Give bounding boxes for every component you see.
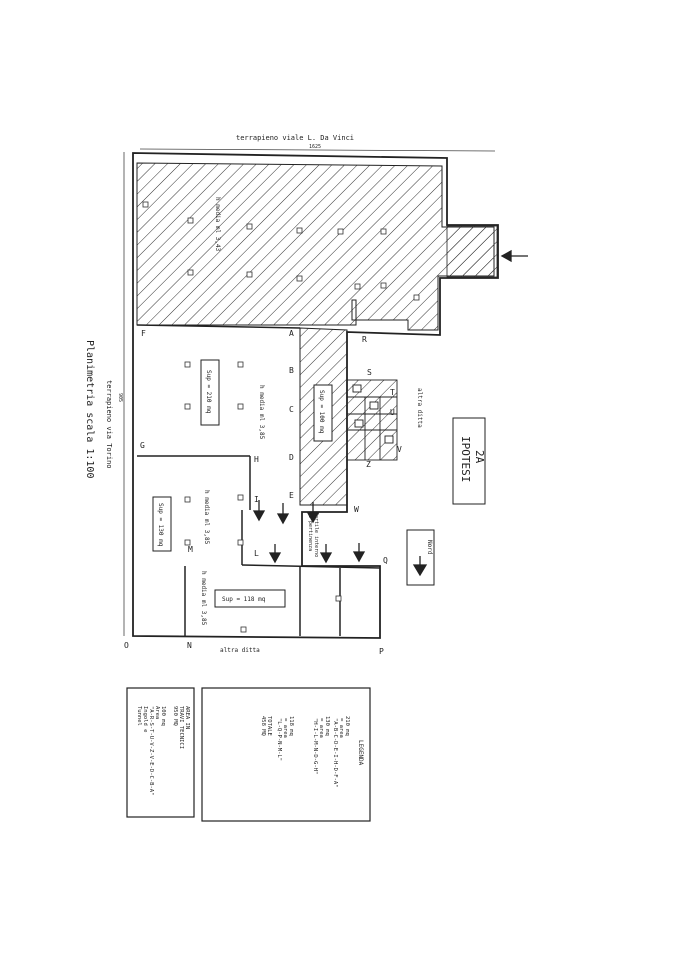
point-letter: I (254, 495, 259, 504)
legend-lines: 210 mq = area "A-B-C-D-E-I-H-D-F-A" 130 … (260, 716, 350, 788)
point-letter: R (362, 335, 367, 344)
area-beams-line: 100 mq (160, 706, 166, 726)
interior-walls (136, 324, 381, 636)
point-letter: V (397, 445, 402, 454)
area-beams-line: Tunnel (136, 706, 142, 726)
hatched-height-label: h media ml 3,43 (214, 197, 221, 252)
pillars (142, 201, 420, 633)
stair-block (346, 379, 398, 461)
hypothesis-code: 2A (473, 450, 486, 464)
corridor-note-line2: di pertinenza (307, 512, 313, 551)
hypothesis-label: IPOTESI (459, 436, 472, 482)
area-beams-line: TRAVI TECNICI (178, 706, 184, 749)
point-letter: E (289, 491, 294, 500)
point-letter: Q (383, 556, 388, 565)
point-letter: O (124, 641, 129, 650)
legend-line: = area (338, 718, 344, 738)
legend-line: 118 mq (288, 716, 294, 736)
street-top-label: terrapieno viale L. Da Vinci (236, 134, 354, 142)
legend-title: LEGENDA (357, 740, 364, 766)
point-letter: N (187, 641, 192, 650)
point-letter: S (367, 368, 372, 377)
point-letter: C (289, 405, 294, 414)
dimension-left: 905 (117, 393, 123, 402)
area-beams-line: AREA IN (184, 706, 190, 729)
point-letter: U (390, 408, 395, 417)
legend-line: TOTALE (266, 716, 272, 736)
room-b-height-label: h media ml 3,85 (203, 490, 210, 545)
point-letter: G (140, 441, 145, 450)
room-c-height-label: h media ml 3,85 (200, 571, 207, 626)
point-letter: P (379, 647, 384, 656)
point-letter: W (354, 505, 359, 514)
area-beams-line: Ingold e (142, 706, 148, 733)
legend-line: = area (282, 718, 288, 738)
point-letter: T (390, 388, 395, 397)
other-owner-bottom: altra ditta (220, 647, 260, 654)
street-left-label: terrapieno via Torino (105, 380, 113, 469)
dimension-top: 1625 (309, 144, 321, 150)
legend-line: "H-I-L-M-N-D-G-H" (312, 718, 318, 774)
point-letter: F (141, 329, 146, 338)
hatched-annex (446, 225, 498, 278)
room-b-area: Sup = 130 mq (157, 503, 164, 547)
corridor-area: Sup = 100 mq (318, 390, 325, 434)
point-letter: Z (366, 460, 371, 469)
scale-label: Planimetria scala 1:100 (84, 340, 95, 478)
point-letters: A B C D E F G H I L M N O P Q R S T U V … (124, 329, 402, 656)
legend-line: 210 mq (344, 716, 350, 736)
entrance-arrows (252, 249, 528, 564)
legend-line: 130 mq (324, 716, 330, 736)
area-beams-lines: AREA IN TRAVI TECNICI 950 MQ 100 mq Area… (136, 706, 190, 795)
other-owner-right: altra ditta (416, 388, 423, 428)
point-letter: L (254, 549, 259, 558)
area-box-room-c (214, 589, 286, 608)
area-box-corridor (313, 384, 333, 442)
corridor-note-line1: Cortile interno (313, 512, 319, 557)
legend-box (201, 687, 371, 822)
hypothesis-box (452, 417, 486, 505)
room-a-height-label: h media ml 3,85 (258, 385, 265, 440)
north-arrow-icon (412, 556, 428, 577)
room-a-area: Sup = 210 mq (205, 370, 212, 414)
area-beams-line: "A-R-S-T-U-V-Z-V-E-D-C-B-A" (148, 706, 154, 795)
area-beams-line: 950 MQ (172, 706, 178, 726)
point-letter: D (289, 453, 294, 462)
area-beams-line: Area (154, 706, 160, 719)
area-beams-box (126, 687, 195, 818)
legend-line: "L-Q-P-N-M-L" (276, 718, 282, 761)
area-box-room-b (152, 496, 172, 552)
legend-line: "A-B-C-D-E-I-H-D-F-A" (332, 718, 338, 788)
room-c-area: Sup = 118 mq (222, 596, 266, 603)
legend-line: 458 MQ (260, 716, 266, 736)
point-letter: B (289, 366, 294, 375)
north-label: Nord (426, 540, 433, 555)
legend-line: = area (318, 718, 324, 738)
point-letter: H (254, 455, 259, 464)
area-box-room-a (200, 359, 220, 426)
point-letter: A (289, 329, 294, 338)
point-letter: M (188, 545, 193, 554)
